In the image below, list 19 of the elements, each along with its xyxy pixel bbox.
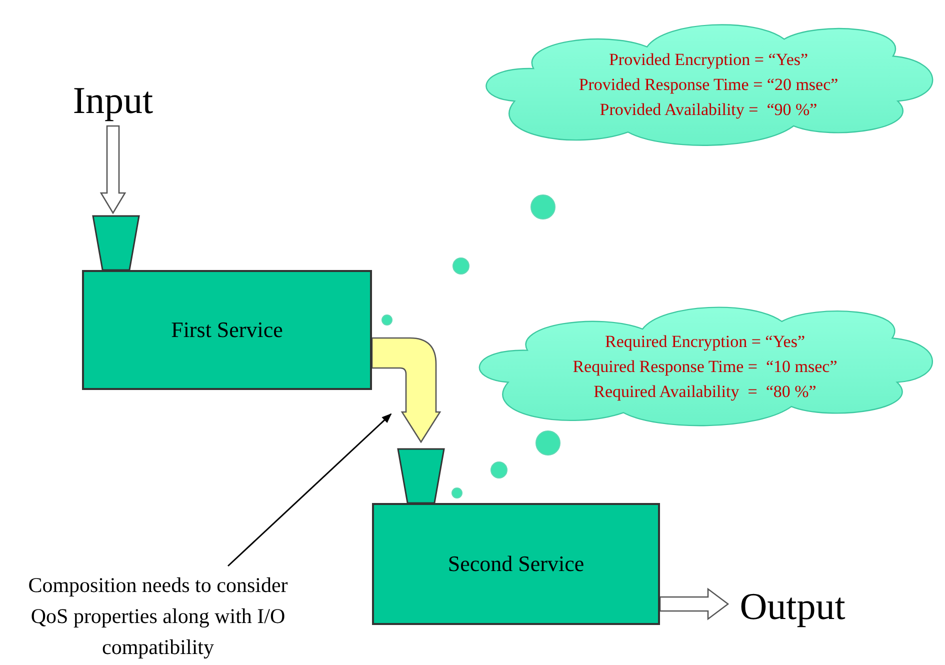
io-label: Output	[730, 583, 855, 631]
cloud-text: Provided Response Time = “20 msec”	[578, 74, 838, 96]
block-arrow	[100, 125, 126, 214]
cloud-text: Provided Encryption = “Yes”	[608, 49, 810, 71]
note-text: Composition needs to consider QoS properties along with I/O compatibility	[12, 568, 304, 664]
funnel-shape	[92, 215, 140, 270]
service-box	[372, 503, 660, 625]
block-arrow	[371, 337, 441, 443]
cloud-text: Provided Availability = “90 %”	[598, 99, 818, 121]
cloud-text: Required Encryption = “Yes”	[604, 330, 806, 353]
leader-line	[227, 413, 392, 567]
cloud-text: Required Availability = “80 %”	[592, 380, 818, 403]
io-label: Input	[62, 78, 164, 124]
service-name: First Service	[171, 317, 283, 343]
funnel-shape	[397, 448, 445, 503]
service-box	[82, 270, 372, 390]
cloud-text: Required Response Time = “10 msec”	[572, 356, 838, 378]
block-arrow	[659, 588, 730, 620]
service-name: Second Service	[448, 551, 584, 577]
